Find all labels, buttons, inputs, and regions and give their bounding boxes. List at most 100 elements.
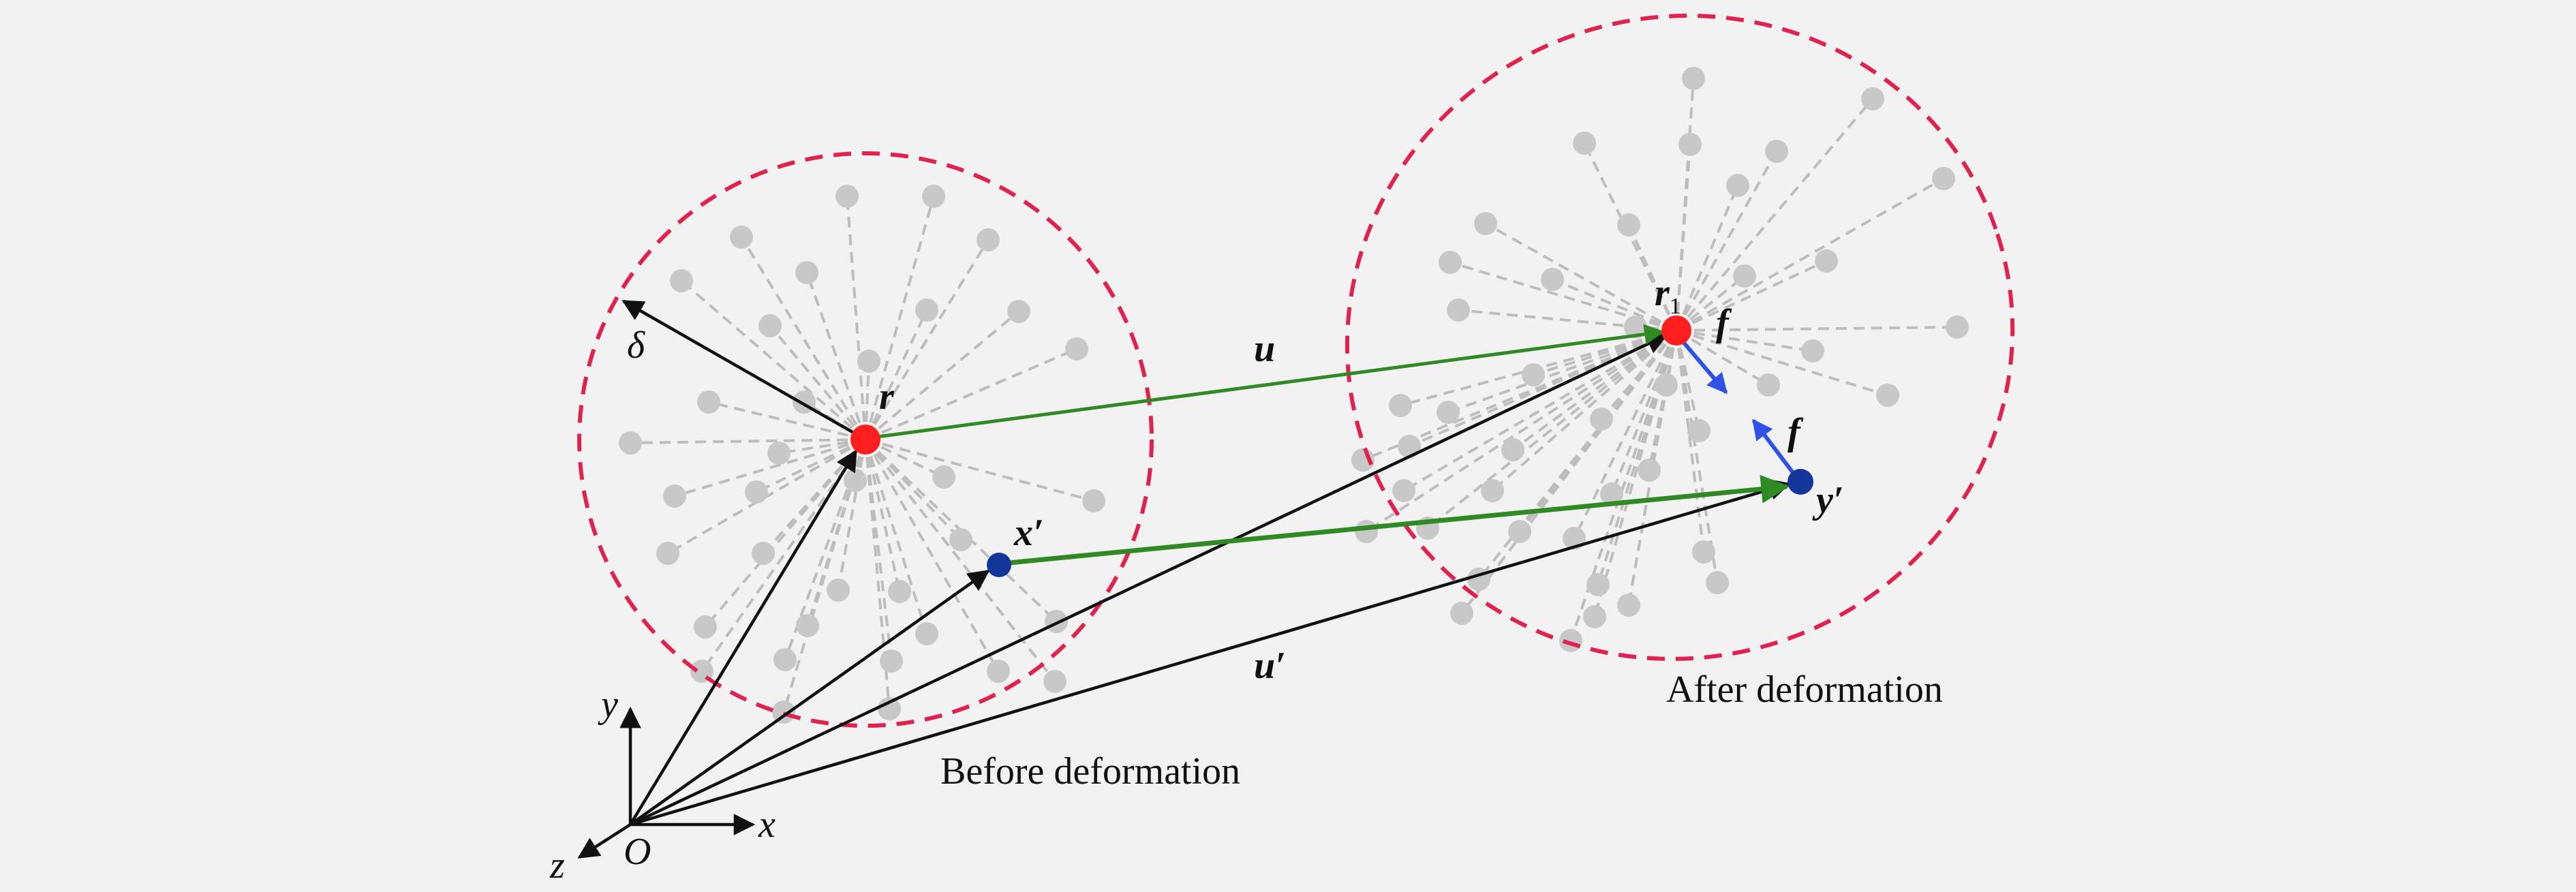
neighbor-before-point <box>663 485 686 508</box>
neighbor-before-bond <box>864 309 928 440</box>
label-r1-base: r <box>1655 272 1670 314</box>
neighbor-after-bond <box>1676 329 1888 397</box>
neighbor-after-point <box>1355 520 1378 543</box>
label-force-bottom: f <box>1788 411 1804 453</box>
neighbor-before-point <box>697 390 720 414</box>
point-y-prime <box>1788 469 1813 495</box>
horizon-circle-before <box>577 151 1154 728</box>
position-vector-y-prime <box>630 478 1792 827</box>
label-origin: O <box>624 831 651 873</box>
neighbor-after-bond <box>1447 329 1677 414</box>
neighbor-before-point <box>1043 670 1067 693</box>
neighbor-after-point <box>1439 251 1462 274</box>
force-arrow-on-y-prime <box>1751 418 1800 480</box>
neighbor-after-bond <box>1675 97 1874 332</box>
neighbor-before-bond <box>864 439 893 662</box>
neighbor-after-bond <box>1409 329 1677 448</box>
label-r1: r1 <box>1655 272 1681 319</box>
neighbor-before-bond <box>846 196 867 440</box>
label-axis-y: y <box>598 683 618 726</box>
label-x-prime: x′ <box>1013 512 1044 554</box>
neighbor-after-bond <box>1675 330 1705 553</box>
neighbor-before-bond <box>865 438 1094 502</box>
neighbor-before-point <box>795 261 818 284</box>
label-u: u <box>1254 328 1275 370</box>
neighbor-before-bond <box>680 279 867 441</box>
neighbor-before-bond <box>701 438 867 673</box>
neighbor-after-point <box>1655 373 1678 397</box>
neighbor-after-point <box>1559 629 1582 652</box>
neighbor-after-point <box>1682 67 1705 90</box>
neighbor-before-bond <box>630 438 866 444</box>
neighbor-after-point <box>1801 339 1824 363</box>
neighbor-before-point <box>977 228 1000 251</box>
neighbor-after-point <box>1474 212 1497 235</box>
neighbor-after-point <box>1624 316 1647 339</box>
neighbor-before-bond <box>864 310 1020 441</box>
neighbor-before-bond <box>864 439 928 634</box>
caption-before-deformation: Before deformation <box>940 750 1240 793</box>
position-vector-x-prime <box>629 570 990 826</box>
neighbor-before-bond <box>864 196 935 440</box>
neighbor-after-bond <box>1593 330 1678 617</box>
label-axis-z: z <box>549 844 565 887</box>
neighbor-after-bond <box>1485 222 1677 332</box>
force-arrow-on-r1 <box>1681 341 1728 395</box>
neighbor-before-bond <box>864 239 990 441</box>
neighbor-after-bond <box>1675 144 1691 331</box>
neighbor-before-point <box>1065 337 1088 360</box>
neighbor-after-bond <box>1512 329 1678 451</box>
neighbor-after-point <box>1389 394 1412 417</box>
neighbor-after-bond <box>1675 185 1739 331</box>
neighbor-after-point <box>1946 316 1969 339</box>
horizon-ellipse-after <box>1345 14 2015 661</box>
neighbor-after-point <box>1733 264 1756 288</box>
neighbor-before-point <box>773 648 797 671</box>
neighbor-before-bond <box>864 439 1000 672</box>
neighbor-after-bond <box>1676 260 1827 332</box>
label-delta: δ <box>627 324 645 367</box>
neighbor-after-point <box>1876 384 1899 407</box>
neighbor-points-before <box>619 185 1105 724</box>
neighbor-before-bond <box>864 439 901 592</box>
neighbor-before-bond <box>865 348 1077 441</box>
label-y-prime: y′ <box>1812 479 1844 521</box>
neighbor-before-point <box>767 442 791 465</box>
coordinate-axes <box>577 706 756 859</box>
neighbor-after-bond <box>1675 275 1746 332</box>
label-r: r <box>879 375 895 418</box>
label-u-prime: u′ <box>1254 645 1286 687</box>
neighbor-after-point <box>1726 174 1749 197</box>
neighbor-before-point <box>987 660 1010 683</box>
neighbor-after-point <box>1765 140 1788 163</box>
neighbor-after-bond <box>1675 330 1719 583</box>
neighbor-after-point <box>1450 602 1473 625</box>
neighbor-after-point <box>1600 482 1623 506</box>
neighbor-after-point <box>1541 268 1564 291</box>
caption-after-deformation: After deformation <box>1666 668 1943 711</box>
neighbor-before-point <box>827 579 850 602</box>
neighbor-after-bond <box>1460 329 1678 615</box>
neighbor-after-point <box>1437 401 1460 424</box>
neighbor-before-point <box>835 185 859 208</box>
neighbor-after-point <box>1678 133 1702 156</box>
neighbor-after-bond <box>1573 330 1678 539</box>
position-vector-r1 <box>630 333 1668 827</box>
neighbor-before-bond <box>864 439 891 709</box>
neighbor-before-bond <box>674 438 866 497</box>
neighbor-after-point <box>1617 594 1640 617</box>
neighbor-before-point <box>1045 610 1068 633</box>
neighbor-before-bond <box>864 438 1056 683</box>
neighbor-after-bond <box>1491 329 1678 492</box>
neighbor-before-point <box>619 431 642 455</box>
neighbor-after-point <box>1815 249 1838 273</box>
neighbor-after-bond <box>1610 330 1678 495</box>
neighbor-after-point <box>1392 479 1415 502</box>
neighbor-before-bond <box>778 438 866 455</box>
axis-z-arrow <box>577 823 632 859</box>
neighbor-before-point <box>730 226 753 249</box>
neighbor-before-bond <box>865 438 945 478</box>
neighbor-after-point <box>1522 363 1545 386</box>
neighbor-after-bond <box>1676 326 1958 332</box>
neighbor-after-point <box>1586 573 1610 596</box>
